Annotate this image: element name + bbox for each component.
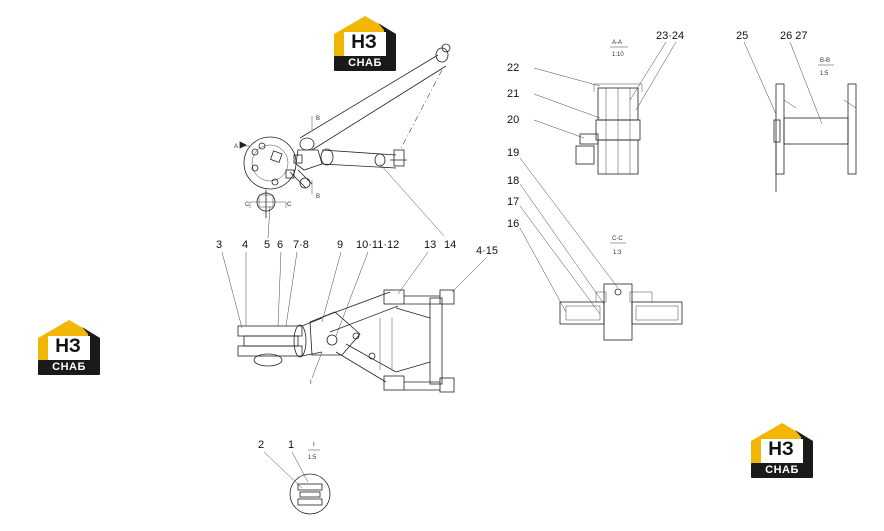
callout-25: 25 xyxy=(736,30,748,42)
callout-7-8: 7·8 xyxy=(293,239,309,251)
callout-14: 14 xyxy=(444,239,456,251)
callout-21: 21 xyxy=(507,88,519,100)
logo-mark-bottom-right: НЗ xyxy=(768,439,794,460)
section-c-c-view xyxy=(559,283,683,341)
main-front-view xyxy=(237,289,455,393)
detail-i-scale: 1:5 xyxy=(308,455,317,461)
logo-brand-left: СНАБ xyxy=(38,360,100,375)
callout-3: 3 xyxy=(216,239,222,251)
callout-10-11-12: 10·11·12 xyxy=(356,239,399,251)
detail-i-view xyxy=(289,473,331,515)
callout-1: 1 xyxy=(288,439,294,451)
brand-logo-bottom-right: НЗ СНАБ xyxy=(751,423,813,485)
section-b-b-scale: 1:5 xyxy=(820,71,829,77)
section-a-mark: A xyxy=(234,144,238,150)
house-logo-icon xyxy=(38,320,100,362)
callout-4: 4 xyxy=(242,239,248,251)
callout-26-27: 26 27 xyxy=(780,30,808,42)
section-c-mark-left: C xyxy=(245,202,250,208)
callout-16: 16 xyxy=(507,218,519,230)
section-c-mark-right: C xyxy=(287,202,292,208)
section-a-a-label: A-A xyxy=(612,40,622,46)
callout-5: 5 xyxy=(264,239,270,251)
callout-9: 9 xyxy=(337,239,343,251)
house-logo-icon xyxy=(751,423,813,465)
callout-6: 6 xyxy=(277,239,283,251)
detail-i-label: I xyxy=(313,442,315,448)
house-logo-icon xyxy=(334,16,396,58)
callout-20: 20 xyxy=(507,114,519,126)
callout-17: 17 xyxy=(507,196,519,208)
callout-4-15: 4·15 xyxy=(476,245,498,257)
section-b-mark-bottom: B xyxy=(316,194,320,200)
section-a-a-view xyxy=(575,83,643,175)
callout-2: 2 xyxy=(258,439,264,451)
callout-13: 13 xyxy=(424,239,436,251)
callout-18: 18 xyxy=(507,175,519,187)
callout-23-24: 23·24 xyxy=(656,30,684,42)
section-c-c-label: C-C xyxy=(612,236,623,242)
brand-logo-left: НЗ СНАБ xyxy=(38,320,100,382)
logo-mark-left: НЗ xyxy=(55,336,81,357)
section-b-b-view xyxy=(773,83,857,192)
detail-i-mark: I xyxy=(310,380,312,386)
logo-brand-top: СНАБ xyxy=(334,56,396,71)
logo-brand-bottom-right: СНАБ xyxy=(751,463,813,478)
callout-19: 19 xyxy=(507,147,519,159)
section-b-mark-top: B xyxy=(316,116,320,122)
arm-isometric-view xyxy=(239,43,451,218)
logo-mark-top: НЗ xyxy=(351,32,377,53)
section-b-b-label: B-B xyxy=(820,58,830,64)
section-a-a-scale: 1:10 xyxy=(612,52,624,58)
section-c-c-scale: 1:3 xyxy=(613,250,622,256)
callout-22: 22 xyxy=(507,62,519,74)
brand-logo-top: НЗ СНАБ xyxy=(334,16,396,78)
